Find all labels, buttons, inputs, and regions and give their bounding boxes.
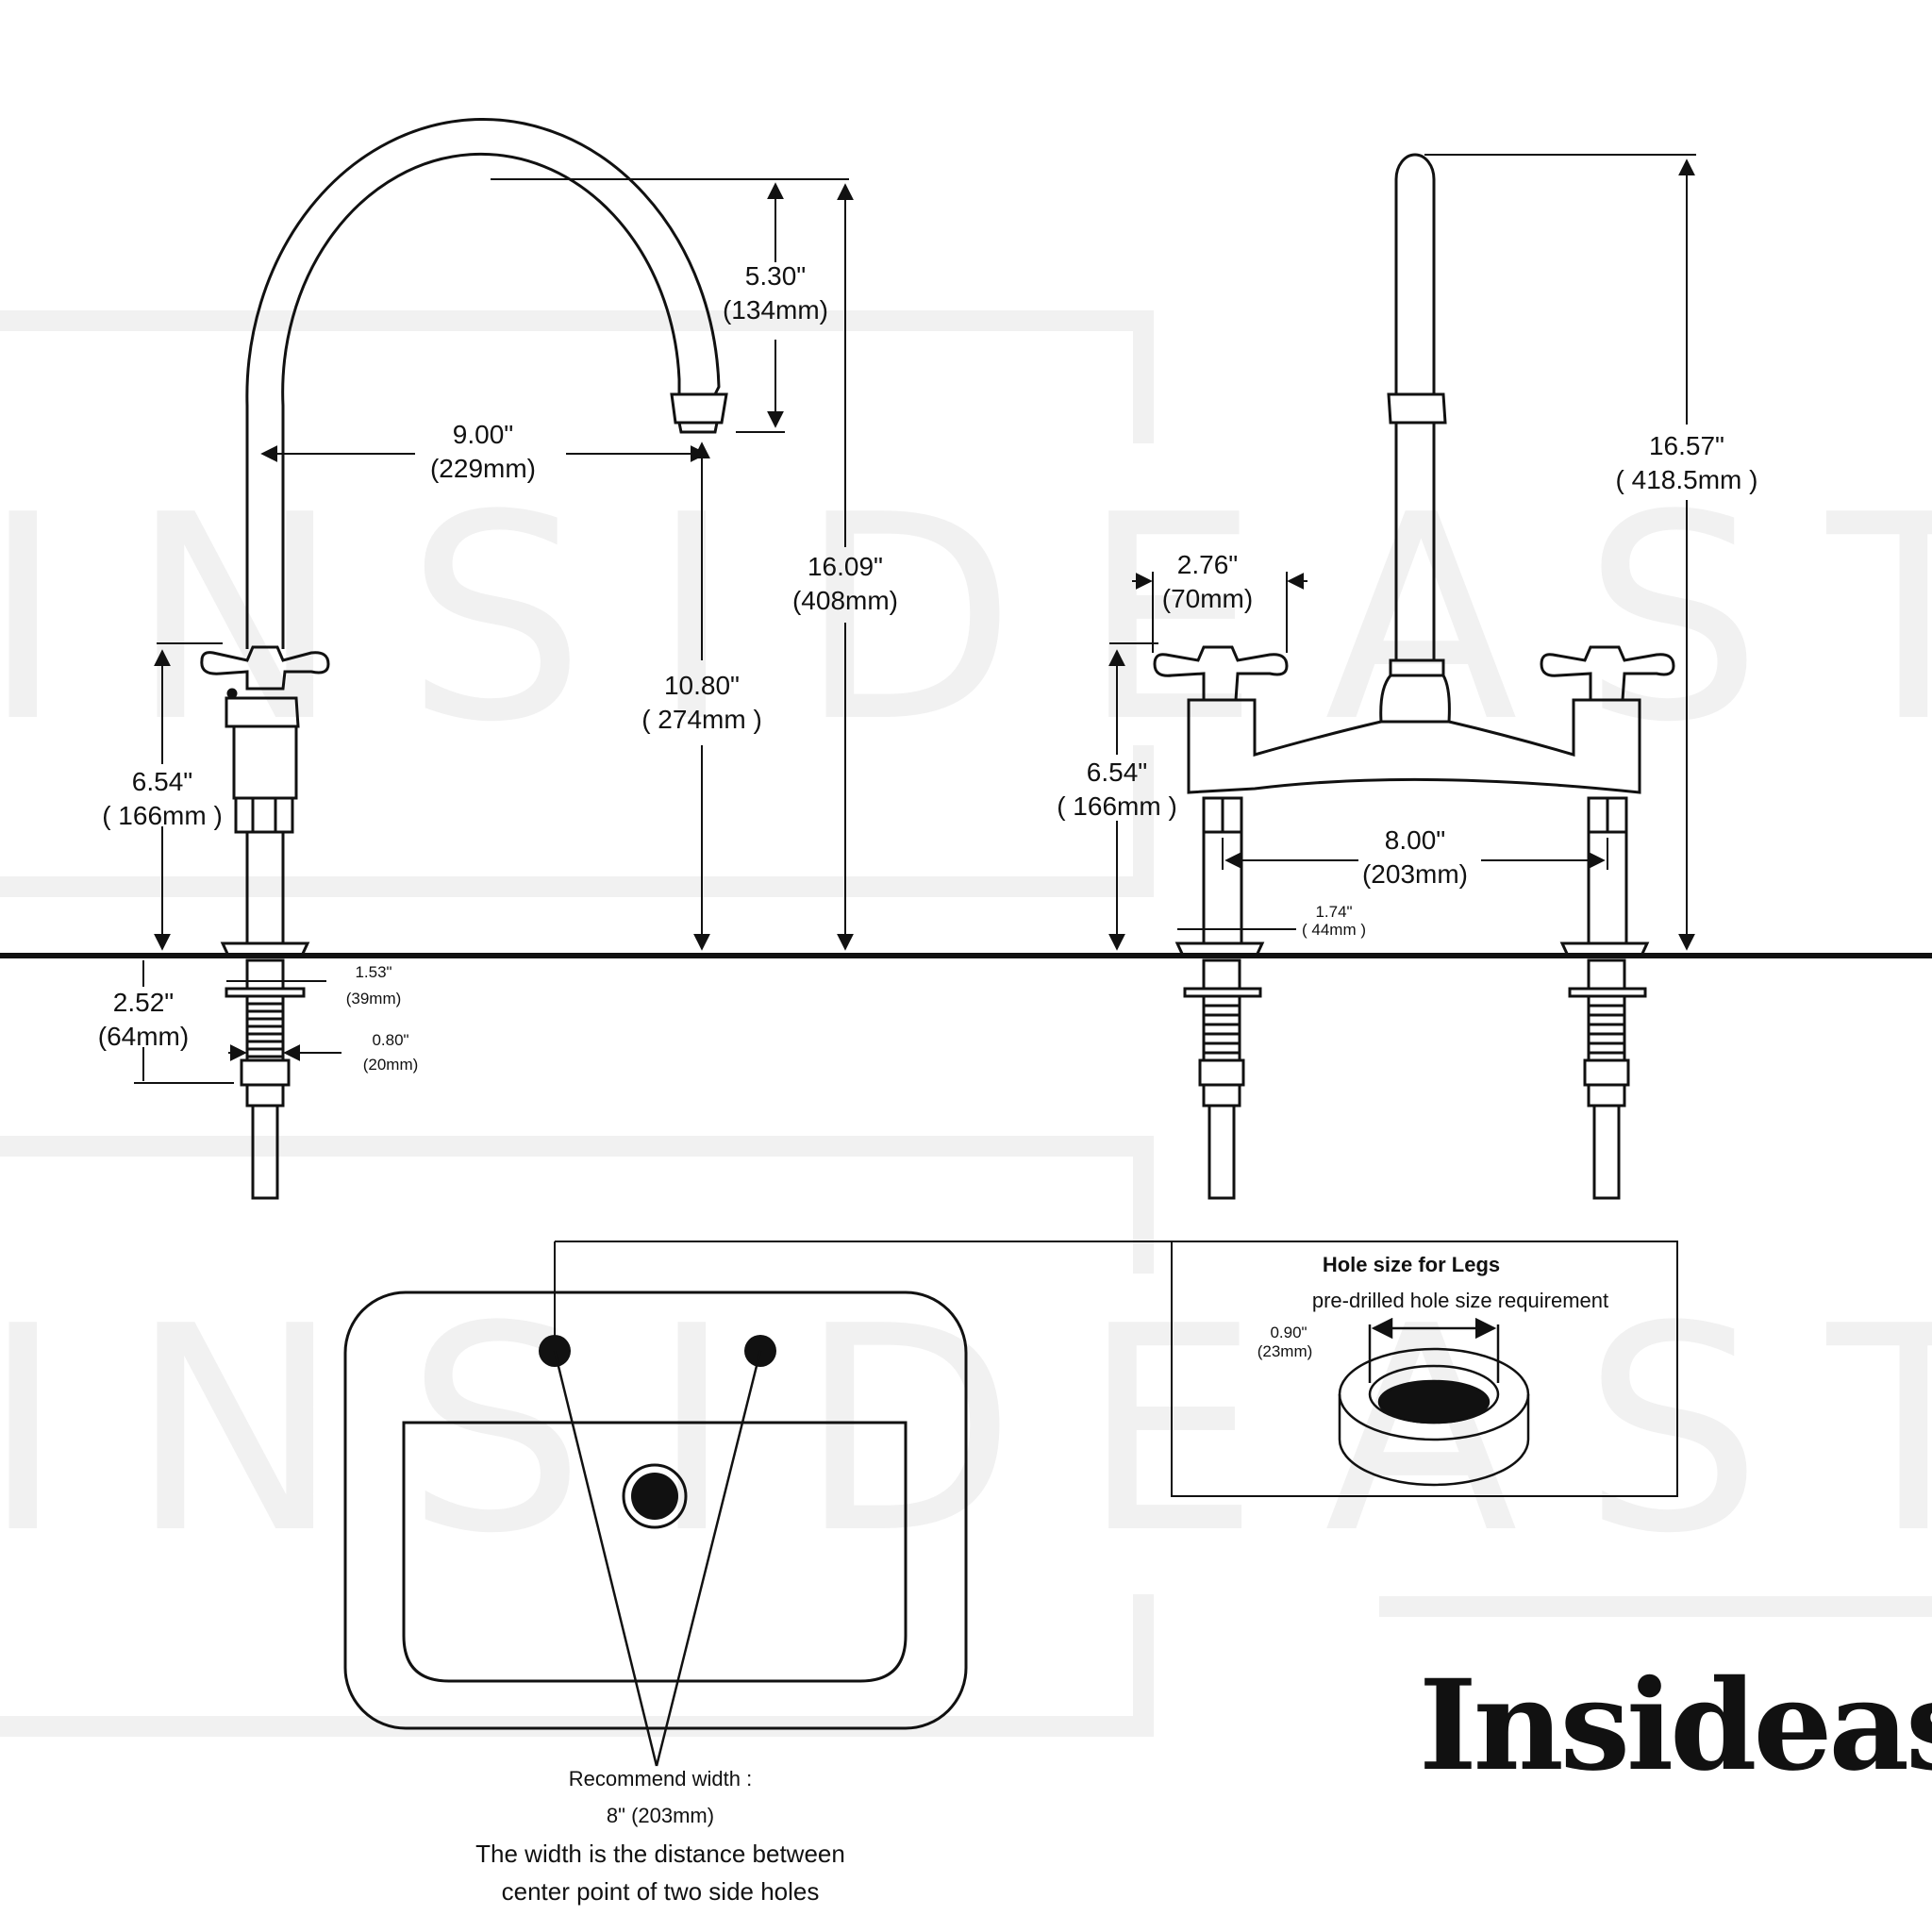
sink-note: Recommend width : 8" (203mm) The width i… [475, 1767, 845, 1906]
dim-flange-width-mm: (39mm) [346, 990, 402, 1008]
front-view-dimensions: 5.30" (134mm) 9.00" (229mm) 10.80" ( 274… [98, 261, 898, 1074]
side-view-faucet [1153, 153, 1675, 1200]
sink-note-line2: 8" (203mm) [607, 1804, 714, 1827]
hole-panel-title: Hole size for Legs [1323, 1253, 1500, 1276]
side-view-dimensions: 16.57" ( 418.5mm ) 2.76" (70mm) 6.54" ( … [1057, 431, 1757, 939]
dim-side-handle-height-mm: ( 166mm ) [1057, 791, 1177, 821]
watermark-text-upper: INSIDEAST [0, 455, 1932, 784]
dim-side-total-height-in: 16.57" [1649, 431, 1724, 460]
hole-panel-subtitle: pre-drilled hole size requirement [1312, 1289, 1608, 1312]
dim-handle-height-mm: ( 166mm ) [102, 801, 223, 830]
dim-total-height-in: 16.09" [808, 552, 883, 581]
hole-size-panel: Hole size for Legs pre-drilled hole size… [1171, 1241, 1678, 1497]
hole-ring-illustration [1338, 1317, 1530, 1487]
dim-shank-diameter-in: 0.80" [372, 1031, 408, 1049]
dim-handle-span-in: 2.76" [1177, 550, 1238, 579]
dim-leg-base-in: 1.74" [1315, 903, 1352, 921]
dim-spout-clearance-in: 10.80" [664, 671, 740, 700]
hole-diameter-in: 0.90" [1270, 1324, 1307, 1341]
dim-shank-length-mm: (64mm) [98, 1022, 189, 1051]
brand-logo: Insideast [1419, 1653, 1932, 1799]
dim-handle-height-in: 6.54" [132, 767, 192, 796]
dim-shank-diameter-mm: (20mm) [363, 1056, 419, 1074]
dim-side-handle-height-in: 6.54" [1087, 758, 1147, 787]
sink-note-line4: center point of two side holes [502, 1877, 820, 1906]
sink-note-line3: The width is the distance between [475, 1840, 845, 1868]
dim-spout-reach-mm: (229mm) [430, 454, 536, 483]
dim-center-spread-in: 8.00" [1385, 825, 1445, 855]
dim-spout-drop-mm: (134mm) [723, 295, 828, 325]
dim-handle-span-mm: (70mm) [1162, 584, 1253, 613]
sink-top-view [343, 1241, 1172, 1767]
sink-note-line1: Recommend width : [569, 1767, 752, 1790]
dimension-lines [134, 154, 1696, 1084]
drain-hole [622, 1463, 688, 1529]
dim-center-spread-mm: (203mm) [1362, 859, 1468, 889]
dim-side-total-height-mm: ( 418.5mm ) [1616, 465, 1758, 494]
dim-spout-clearance-mm: ( 274mm ) [641, 705, 762, 734]
front-view-faucet [200, 117, 728, 1200]
dim-shank-length-in: 2.52" [113, 988, 174, 1017]
dim-leg-base-mm: ( 44mm ) [1302, 921, 1366, 939]
dim-flange-width-in: 1.53" [355, 963, 391, 981]
hole-diameter-mm: (23mm) [1257, 1342, 1313, 1360]
dim-spout-reach-in: 9.00" [453, 420, 513, 449]
dim-spout-drop-in: 5.30" [745, 261, 806, 291]
dim-total-height-mm: (408mm) [792, 586, 898, 615]
